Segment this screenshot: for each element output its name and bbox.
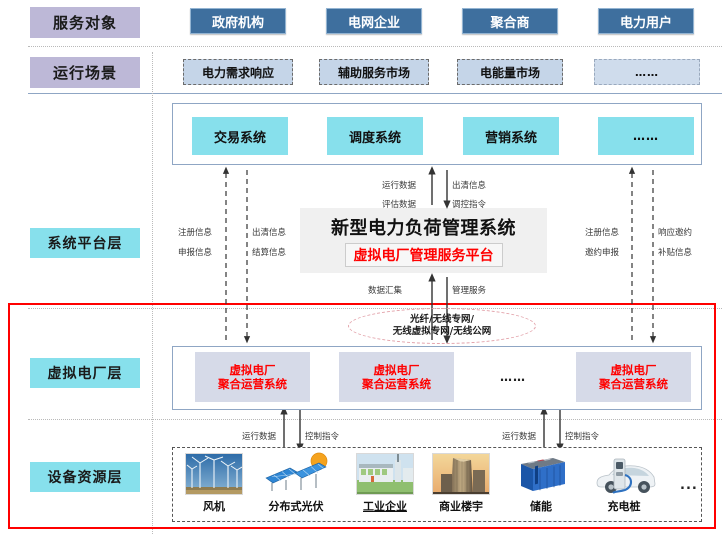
device-label-0: 风机	[203, 500, 225, 513]
device-item-solar[interactable]: 分布式光伏	[263, 451, 329, 514]
row-label-device-text: 设备资源层	[47, 470, 123, 486]
flow-label-left-up-1: 注册信息	[178, 228, 213, 238]
column-divider	[152, 52, 153, 534]
device-label-2: 工业企业	[363, 500, 407, 513]
divider-service-scenario	[28, 46, 722, 47]
system-box-2[interactable]: 营销系统	[463, 117, 559, 155]
system-label-0: 交易系统	[213, 130, 266, 146]
service-target-label-2: 聚合商	[490, 15, 530, 31]
vpp-box-2-line2: 聚合运营系统	[599, 377, 668, 391]
flow-label-right-up-1: 注册信息	[585, 228, 620, 238]
vpp-box-0-line2: 聚合运营系统	[218, 377, 287, 391]
wind-turbine-icon	[185, 453, 243, 495]
device-label-5: 充电桩	[607, 500, 641, 513]
flow-label-platform-up: 数据汇集	[368, 286, 403, 296]
vpp-box-2[interactable]: 虚拟电厂 聚合运营系统	[576, 352, 691, 402]
service-target-label-0: 政府机构	[211, 15, 264, 31]
scenario-box-1[interactable]: 辅助服务市场	[319, 59, 429, 85]
scenario-box-2[interactable]: 电能量市场	[457, 59, 563, 85]
flow-label-device-down-right: 控制指令	[565, 432, 600, 442]
flow-label-device-down-left: 控制指令	[305, 432, 340, 442]
service-target-box-0[interactable]: 政府机构	[190, 8, 286, 34]
row-label-service-target: 服务对象	[30, 7, 140, 38]
scenario-label-2: 电能量市场	[479, 65, 540, 80]
platform-subtitle: 虚拟电厂管理服务平台	[344, 243, 503, 267]
scenario-label-3: ……	[635, 65, 659, 79]
platform-box[interactable]: 新型电力负荷管理系统 虚拟电厂管理服务平台	[300, 208, 547, 273]
vpp-box-2-line1: 虚拟电厂	[610, 362, 657, 377]
row-label-service-target-text: 服务对象	[52, 14, 117, 32]
flow-label-right-up-2: 邀约申报	[585, 248, 620, 258]
network-line-1: 光纤/无线专网/	[410, 313, 474, 325]
system-label-2: 营销系统	[484, 130, 537, 146]
vpp-ellipsis-text: ……	[500, 370, 526, 384]
divider-vpp-device	[28, 419, 722, 420]
network-ellipse: 光纤/无线专网/ 无线虚拟专网/无线公网	[348, 308, 536, 344]
row-label-vpp-text: 虚拟电厂层	[47, 366, 123, 382]
industrial-plant-icon	[356, 453, 414, 495]
vpp-ellipsis: ……	[478, 370, 548, 384]
vpp-box-1-line2: 聚合运营系统	[362, 377, 431, 391]
divider-scenario-platform	[28, 93, 722, 94]
flow-label-center-down-1: 出清信息	[452, 181, 487, 191]
device-item-ev-charger[interactable]: 充电桩	[590, 452, 658, 514]
system-box-0[interactable]: 交易系统	[192, 117, 288, 155]
service-target-label-1: 电网企业	[347, 15, 400, 31]
vpp-box-1[interactable]: 虚拟电厂 聚合运营系统	[339, 352, 454, 402]
flow-label-right-down-1: 响应邀约	[658, 228, 693, 238]
service-target-box-3[interactable]: 电力用户	[598, 8, 694, 34]
flow-label-platform-down: 管理服务	[452, 286, 487, 296]
flow-label-left-down-1: 出清信息	[252, 228, 287, 238]
row-label-system-platform-text: 系统平台层	[47, 236, 123, 252]
device-item-wind-turbine[interactable]: 风机	[185, 453, 243, 514]
vpp-box-1-line1: 虚拟电厂	[373, 362, 420, 377]
divider-platform-vpp	[28, 308, 722, 309]
flow-label-left-up-2: 申报信息	[178, 248, 213, 258]
platform-title: 新型电力负荷管理系统	[331, 218, 516, 239]
scenario-label-0: 电力需求响应	[201, 65, 274, 80]
system-label-3: ……	[633, 129, 659, 143]
service-target-box-2[interactable]: 聚合商	[462, 8, 558, 34]
device-label-1: 分布式光伏	[268, 500, 324, 513]
flow-label-device-up-left: 运行数据	[242, 432, 277, 442]
vpp-box-0-line1: 虚拟电厂	[229, 362, 276, 377]
device-item-commercial[interactable]: 商业楼宇	[432, 453, 490, 514]
service-target-box-1[interactable]: 电网企业	[326, 8, 422, 34]
row-label-vpp: 虚拟电厂层	[30, 358, 140, 388]
flow-label-right-down-2: 补贴信息	[658, 248, 693, 258]
flow-label-device-up-right: 运行数据	[502, 432, 537, 442]
device-label-3: 商业楼宇	[439, 500, 483, 513]
device-item-storage[interactable]: 储能	[512, 452, 570, 514]
flow-label-center-down-2: 调控指令	[452, 200, 487, 210]
row-label-operation-scenario: 运行场景	[30, 57, 140, 88]
highlight-frame-vpp-device	[8, 303, 716, 529]
system-box-3[interactable]: ……	[598, 117, 694, 155]
commercial-building-icon	[432, 453, 490, 495]
scenario-box-0[interactable]: 电力需求响应	[183, 59, 293, 85]
service-target-label-3: 电力用户	[619, 15, 672, 31]
row-label-operation-scenario-text: 运行场景	[52, 64, 117, 82]
flow-label-center-up-2: 评估数据	[382, 200, 417, 210]
ev-charger-icon	[590, 452, 658, 495]
row-label-device: 设备资源层	[30, 462, 140, 492]
device-item-industrial[interactable]: 工业企业	[356, 453, 414, 514]
scenario-label-1: 辅助服务市场	[337, 65, 410, 80]
network-line-2: 无线虚拟专网/无线公网	[392, 326, 492, 337]
scenario-box-3[interactable]: ……	[594, 59, 700, 85]
battery-storage-icon	[512, 452, 570, 495]
device-label-4: 储能	[530, 500, 552, 513]
system-label-1: 调度系统	[348, 130, 401, 146]
system-box-1[interactable]: 调度系统	[327, 117, 423, 155]
row-label-system-platform: 系统平台层	[30, 228, 140, 258]
vpp-box-0[interactable]: 虚拟电厂 聚合运营系统	[195, 352, 310, 402]
device-ellipsis: ...	[680, 478, 698, 493]
device-ellipsis-text: ...	[680, 478, 698, 493]
solar-panel-icon	[263, 451, 329, 495]
flow-label-left-down-2: 结算信息	[252, 248, 287, 258]
flow-label-center-up-1: 运行数据	[382, 181, 417, 191]
